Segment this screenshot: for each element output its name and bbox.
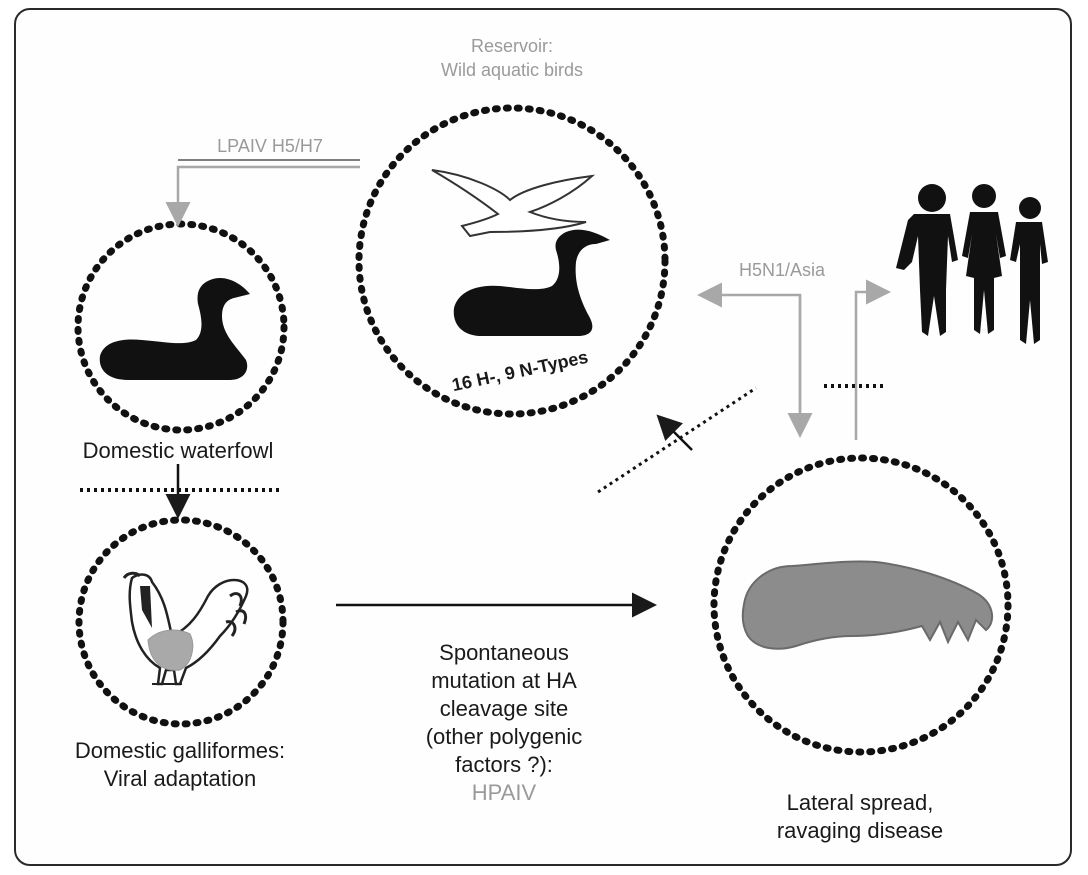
galliformes-circle <box>79 520 283 724</box>
mutation-line2: mutation at HA <box>384 668 624 694</box>
reservoir-title: Reservoir: <box>412 34 612 58</box>
waterfowl-circle <box>78 224 284 430</box>
galliformes-label-line2: Viral adaptation <box>20 766 340 792</box>
mutation-line1: Spontaneous <box>384 640 624 666</box>
galliformes-label-line1: Domestic galliformes: <box>20 738 340 764</box>
domestic-waterfowl-label: Domestic waterfowl <box>38 438 318 464</box>
duck-icon <box>100 278 250 380</box>
h5n1-label: H5N1/Asia <box>702 258 862 282</box>
rooster-icon <box>124 573 247 684</box>
hpaiv-label: HPAIV <box>384 780 624 806</box>
humans-icon <box>896 184 1048 344</box>
reservoir-subtitle: Wild aquatic birds <box>382 58 642 82</box>
goose-icon <box>454 230 610 336</box>
lateral-line2: ravaging disease <box>720 818 1000 844</box>
lung-tissue-icon <box>743 561 992 648</box>
mutation-line5: factors ?): <box>384 752 624 778</box>
h5n1-arrow <box>702 295 800 430</box>
lpaiv-arrow <box>178 167 360 222</box>
lpaiv-label: LPAIV H5/H7 <box>180 134 360 158</box>
to-humans-arrow <box>856 292 886 440</box>
barrier-line-diagonal <box>598 388 756 492</box>
mutation-line4: (other polygenic <box>384 724 624 750</box>
mutation-line3: cleavage site <box>384 696 624 722</box>
gull-icon <box>432 170 592 236</box>
lateral-line1: Lateral spread, <box>720 790 1000 816</box>
